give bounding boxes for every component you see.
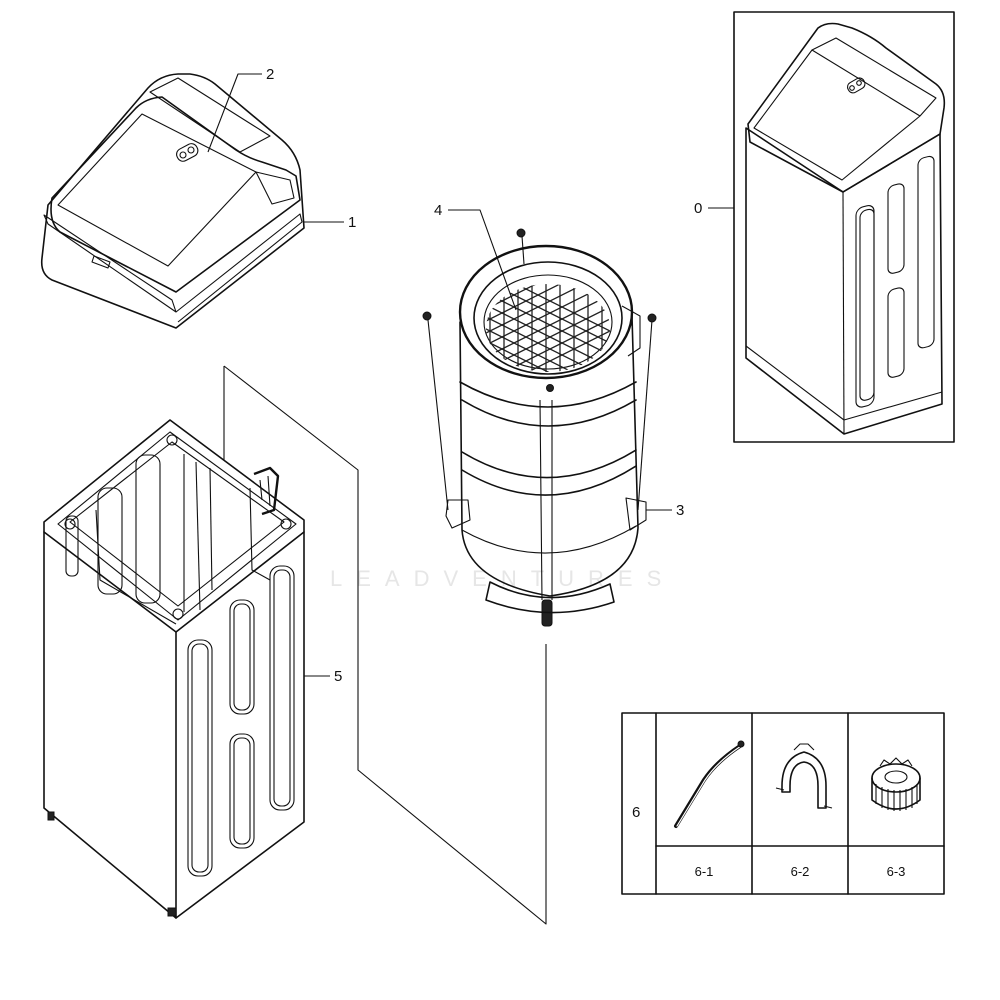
callout-top-cover: 1 bbox=[348, 214, 356, 231]
callout-complete-unit: 0 bbox=[694, 200, 702, 217]
top-cover-part bbox=[40, 73, 305, 329]
callout-tub-assembly: 3 bbox=[676, 502, 684, 519]
callout-accessory-group: 6 bbox=[632, 804, 640, 821]
assembly-guide-lines bbox=[223, 365, 547, 925]
accessory-table bbox=[621, 712, 945, 895]
cabinet-part bbox=[43, 419, 305, 919]
leader-lines bbox=[207, 73, 734, 677]
clip-icon bbox=[775, 743, 833, 809]
callout-lid: 2 bbox=[266, 66, 274, 83]
cap-nut-icon bbox=[871, 757, 921, 811]
complete-unit-part bbox=[745, 22, 946, 435]
callout-cabinet: 5 bbox=[334, 668, 342, 685]
callout-basket: 4 bbox=[434, 202, 442, 219]
basket-mesh bbox=[486, 284, 610, 372]
accessory-label-6-2: 6-2 bbox=[791, 864, 810, 879]
rod-icon bbox=[674, 740, 745, 828]
accessory-label-6-1: 6-1 bbox=[695, 864, 714, 879]
accessory-label-6-3: 6-3 bbox=[887, 864, 906, 879]
tub-assembly-part bbox=[422, 228, 657, 627]
complete-unit-frame bbox=[733, 11, 955, 443]
